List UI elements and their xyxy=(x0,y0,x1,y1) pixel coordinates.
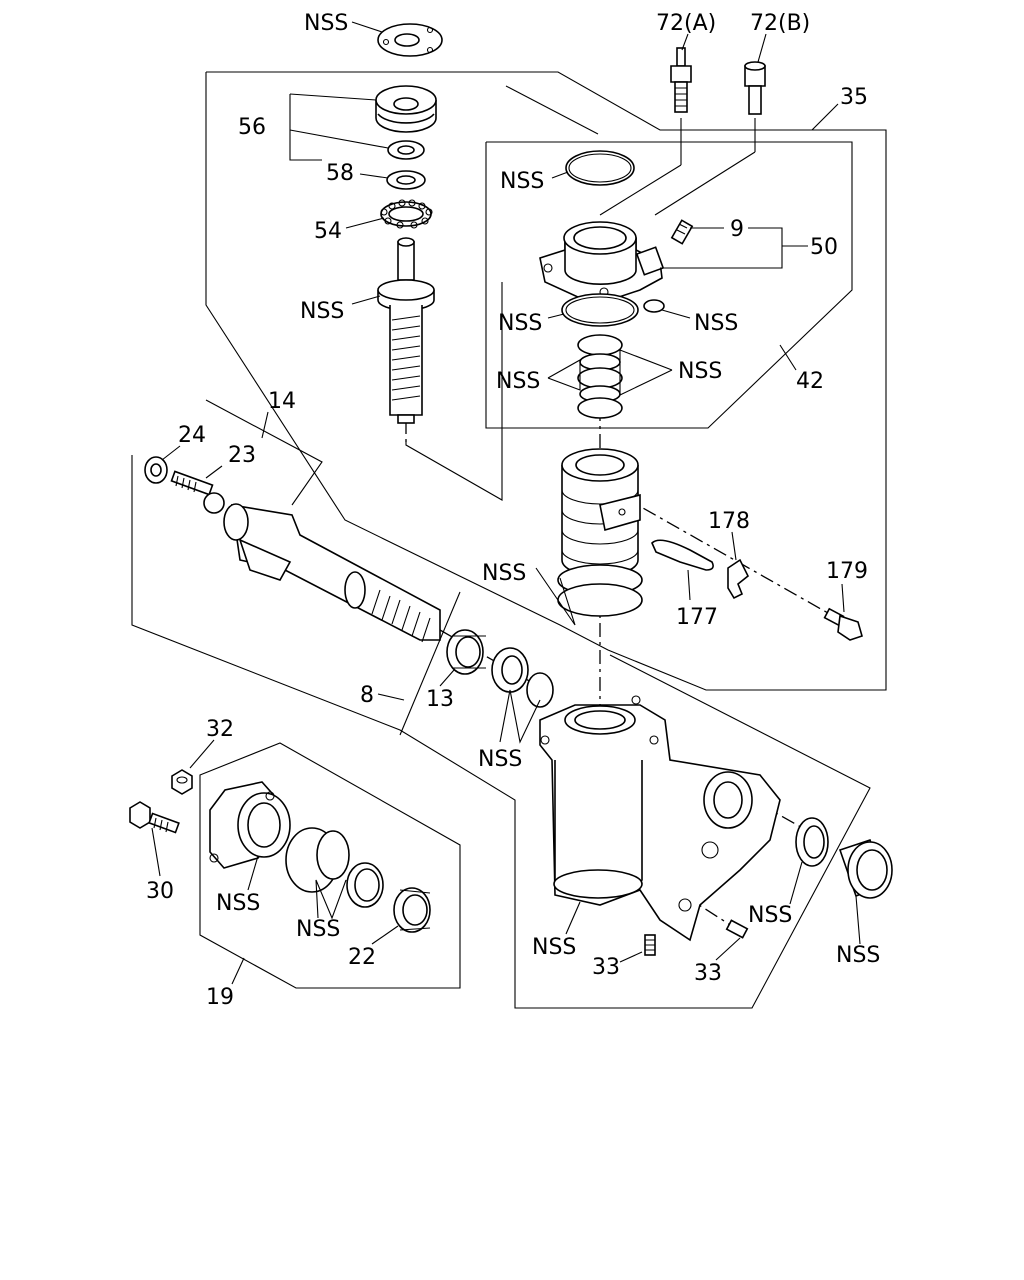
stud-leader-box xyxy=(505,85,599,135)
label-9: 9 xyxy=(730,217,744,242)
label-24: 24 xyxy=(178,423,206,448)
assembly-35-outline xyxy=(205,71,887,691)
top-washer-icon xyxy=(377,23,443,57)
ball-bearing-54-icon xyxy=(380,199,433,229)
ball-guide-177-icon xyxy=(651,539,714,571)
bearing-cap-56-icon xyxy=(375,85,437,133)
input-shaft-pin-icon xyxy=(377,237,435,424)
seal-washer-icon xyxy=(387,140,425,160)
cover-seal-icon xyxy=(316,830,350,880)
label-22: 22 xyxy=(348,945,376,970)
lower-pin-box xyxy=(405,282,503,501)
label-nss-cover-rings: NSS xyxy=(296,917,340,942)
label-nss-rings-left: NSS xyxy=(496,369,540,394)
label-nss-oring-top: NSS xyxy=(500,169,544,194)
needle-bearing-13-icon xyxy=(446,629,486,675)
bolt-179-icon xyxy=(823,607,863,641)
label-54: 54 xyxy=(314,219,342,244)
stud-72b-icon xyxy=(744,61,766,115)
valve-oring-small-icon xyxy=(643,299,665,313)
plug-33-lower-icon xyxy=(644,934,656,956)
clamp-178-icon xyxy=(727,558,750,600)
label-nss-housing: NSS xyxy=(532,935,576,960)
ring-stack-icon xyxy=(577,334,623,419)
label-nss-top: NSS xyxy=(304,11,348,36)
assembly-14-outline xyxy=(205,399,323,506)
leader-lines xyxy=(151,21,861,985)
label-35: 35 xyxy=(840,85,868,110)
label-nss-side-cover: NSS xyxy=(836,943,880,968)
adjust-screw-23-icon xyxy=(170,470,225,514)
assembly-8-outline xyxy=(399,591,461,736)
label-13: 13 xyxy=(426,687,454,712)
snap-ring-icon xyxy=(526,672,554,708)
assembly-19-outline xyxy=(199,742,461,989)
oil-seal-icon xyxy=(491,647,529,693)
label-179: 179 xyxy=(826,559,868,584)
label-23: 23 xyxy=(228,443,256,468)
side-seal-icon xyxy=(795,817,829,867)
sector-shaft-icon xyxy=(223,503,441,643)
label-19: 19 xyxy=(206,985,234,1010)
label-50: 50 xyxy=(810,235,838,260)
top-oring-icon xyxy=(565,150,635,186)
label-178: 178 xyxy=(708,509,750,534)
label-56: 56 xyxy=(238,115,266,140)
label-14: 14 xyxy=(268,389,296,414)
label-72a: 72(A) xyxy=(656,11,716,36)
piston-icon xyxy=(561,448,641,577)
label-177: 177 xyxy=(676,605,718,630)
label-nss-valve-right: NSS xyxy=(694,311,738,336)
valve-oring-left-icon xyxy=(561,293,639,327)
label-nss-seals: NSS xyxy=(478,747,522,772)
label-nss-valve-left: NSS xyxy=(498,311,542,336)
label-42: 42 xyxy=(796,369,824,394)
seal-58-icon xyxy=(386,170,426,190)
label-nss-pin: NSS xyxy=(300,299,344,324)
valve-housing-icon xyxy=(539,221,665,301)
needle-bearing-22-icon xyxy=(393,887,431,933)
bolt-30-icon xyxy=(129,801,180,834)
label-33-lower: 33 xyxy=(592,955,620,980)
label-8: 8 xyxy=(360,683,374,708)
label-30: 30 xyxy=(146,879,174,904)
stud-72b-link-line xyxy=(654,151,756,216)
pin-9-icon xyxy=(670,219,694,245)
stud-72a-icon xyxy=(670,47,692,113)
nut-32-icon xyxy=(171,769,193,795)
assembly-42-outline xyxy=(485,141,853,429)
label-nss-side-seal: NSS xyxy=(748,903,792,928)
side-cover-icon xyxy=(838,838,893,899)
nut-24-icon xyxy=(144,456,168,484)
gear-housing-icon xyxy=(539,695,781,942)
label-nss-cover: NSS xyxy=(216,891,260,916)
plug-33-side-icon xyxy=(725,919,749,939)
label-33-side: 33 xyxy=(694,961,722,986)
axis-line-plug xyxy=(659,879,736,929)
label-nss-piston: NSS xyxy=(482,561,526,586)
label-72b: 72(B) xyxy=(750,11,810,36)
label-32: 32 xyxy=(206,717,234,742)
cover-ring-icon xyxy=(346,862,384,908)
piston-seal-ring-icon xyxy=(557,564,643,617)
stud-72a-link-line xyxy=(599,164,682,216)
label-nss-rings-right: NSS xyxy=(678,359,722,384)
side-cover-housing-icon xyxy=(209,781,291,869)
label-58: 58 xyxy=(326,161,354,186)
assembly-main-outline xyxy=(131,455,871,1009)
